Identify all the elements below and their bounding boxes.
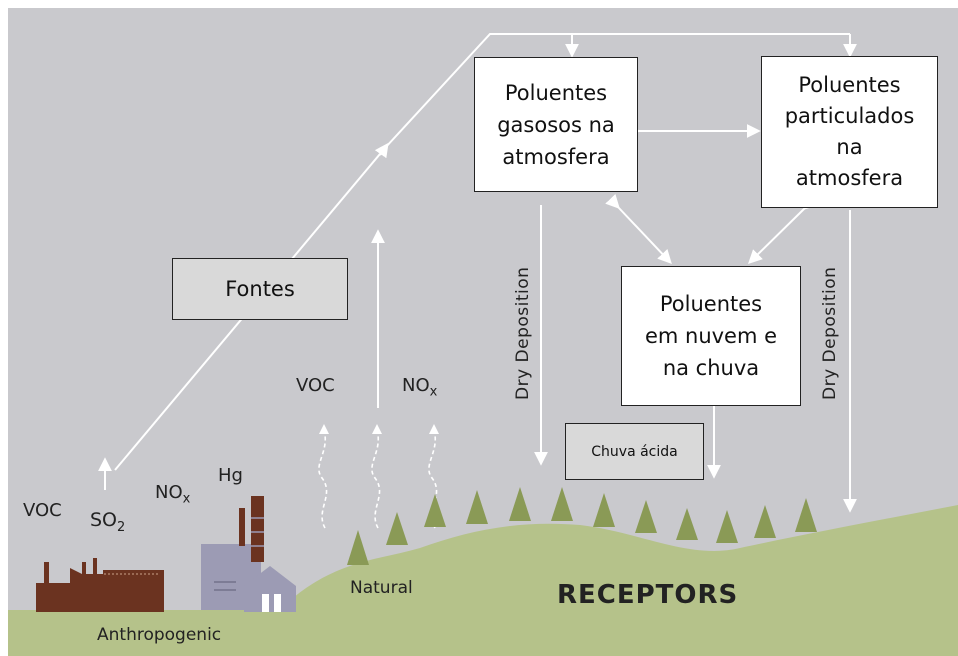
gaseous-cloud-arrow	[605, 194, 672, 265]
tree	[716, 510, 738, 543]
nox-text: NO	[155, 482, 183, 503]
trees	[347, 487, 817, 565]
voc-anthropogenic-label: VOC	[23, 500, 62, 521]
gaseous-pollutants-box: Poluentes gasosos na atmosfera	[474, 57, 638, 192]
hg-text: Hg	[218, 465, 243, 486]
particulate-cloud-arrow	[748, 195, 818, 264]
sources-label: Fontes	[225, 277, 295, 301]
gaseous-pollutants-label: Poluentes gasosos na atmosfera	[497, 80, 615, 169]
hg-label: Hg	[218, 465, 243, 486]
nox-subscript: x	[182, 491, 191, 507]
nox-natural-text: NO	[402, 375, 430, 396]
tree	[795, 498, 817, 532]
house-door	[262, 594, 269, 612]
power-plant	[201, 496, 296, 612]
anthropogenic-label: Anthropogenic	[97, 625, 222, 645]
particulate-pollutants-label: Poluentes particulados na atmosfera	[784, 73, 915, 190]
receptors-label: RECEPTORS	[557, 580, 739, 610]
voc-text: VOC	[23, 500, 62, 521]
dry-deposition-left-label: Dry Deposition	[513, 266, 533, 400]
acid-rain-box: Chuva ácida	[565, 423, 704, 480]
tree	[424, 494, 446, 527]
so2-subscript: 2	[117, 519, 126, 535]
cloud-rain-pollutants-box: Poluentes em nuvem e na chuva	[621, 266, 801, 406]
nox-anthropogenic-label: NOx	[155, 482, 190, 507]
tree	[347, 530, 369, 565]
house-window	[274, 594, 281, 612]
tree	[676, 508, 698, 540]
wave-head-2	[372, 424, 382, 434]
cloud-rain-pollutants-label: Poluentes em nuvem e na chuva	[644, 292, 778, 380]
plant-small-chimney	[239, 508, 245, 546]
arrow-sources-mid	[374, 142, 389, 159]
tree	[635, 500, 657, 533]
tree	[551, 487, 573, 521]
tree	[466, 490, 488, 524]
plant-tall-chimney	[251, 496, 264, 562]
voc-natural-text: VOC	[296, 375, 335, 396]
tree	[386, 512, 408, 545]
particulate-pollutants-box: Poluentes particulados na atmosfera	[761, 56, 938, 208]
acid-rain-label: Chuva ácida	[591, 443, 678, 460]
ground	[8, 505, 958, 656]
emission-wave-2	[371, 429, 381, 529]
tree	[593, 493, 615, 527]
nox-natural-label: NOx	[402, 375, 437, 400]
dry-deposition-right-label: Dry Deposition	[820, 266, 840, 400]
wave-head-3	[429, 424, 439, 434]
so2-label: SO2	[90, 509, 125, 535]
factory-body	[36, 558, 164, 612]
natural-label: Natural	[350, 578, 413, 598]
tree	[754, 505, 776, 538]
tree	[509, 487, 531, 521]
voc-natural-label: VOC	[296, 375, 335, 396]
top-path-line	[384, 33, 850, 149]
house-body	[244, 566, 296, 612]
emission-wave-1	[318, 429, 328, 529]
factory	[36, 558, 164, 612]
emission-arrowheads	[319, 424, 439, 434]
sources-box: Fontes	[172, 258, 348, 320]
so2-text: SO	[90, 509, 118, 531]
nox-natural-subscript: x	[429, 384, 438, 400]
wave-head-1	[319, 424, 329, 434]
